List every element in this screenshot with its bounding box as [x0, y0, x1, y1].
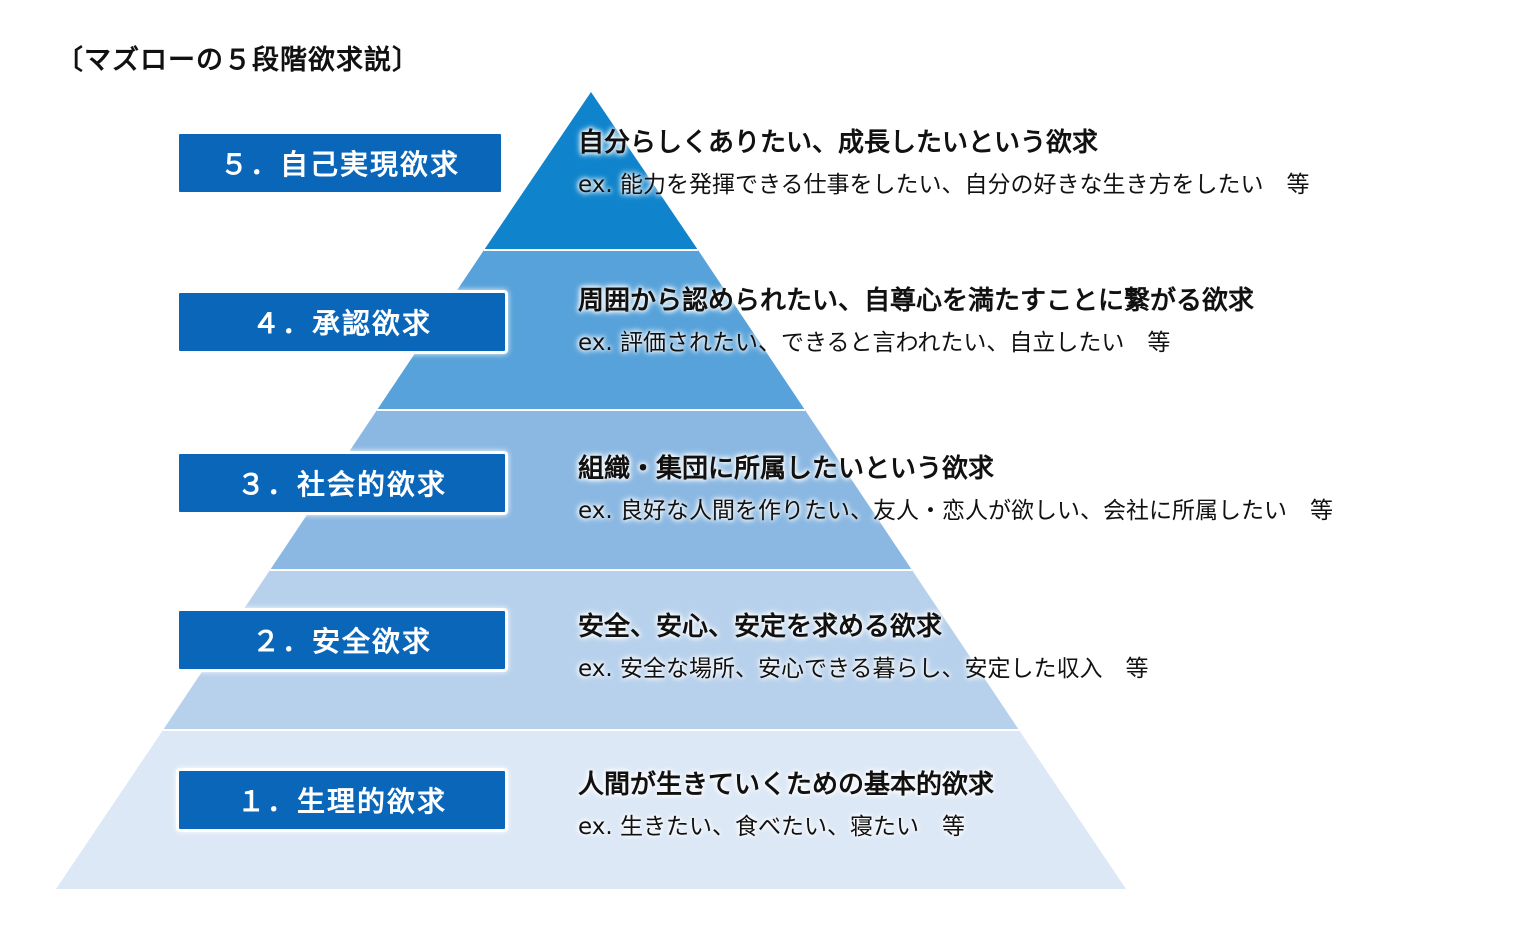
- level-4-description: 周囲から認められたい、自尊心を満たすことに繋がる欲求 ex. 評価されたい、でき…: [578, 284, 1254, 360]
- level-5-heading: 自分らしくありたい、成長したいという欲求: [578, 128, 1099, 158]
- level-3-label: ３．社会的欲求: [176, 451, 508, 515]
- level-2-example: ex. 安全な場所、安心できる暮らし、安定した収入 等: [578, 656, 1149, 682]
- level-1-label: １．生理的欲求: [176, 768, 508, 832]
- level-2-label: ２．安全欲求: [176, 608, 508, 672]
- level-1-description: 人間が生きていくための基本的欲求 ex. 生きたい、食べたい、寝たい 等: [578, 768, 994, 844]
- level-4-heading: 周囲から認められたい、自尊心を満たすことに繋がる欲求: [578, 286, 1255, 316]
- level-5-example: ex. 能力を発揮できる仕事をしたい、自分の好きな生き方をしたい 等: [578, 172, 1310, 198]
- level-2-heading: 安全、安心、安定を求める欲求: [578, 612, 943, 642]
- pyramid-tier-3: [270, 410, 912, 570]
- pyramid-tier-5: [484, 92, 698, 250]
- level-4-label: ４．承認欲求: [176, 290, 508, 354]
- level-3-description: 組織・集団に所属したいという欲求 ex. 良好な人間を作りたい、友人・恋人が欲し…: [578, 452, 1333, 528]
- level-2-description: 安全、安心、安定を求める欲求 ex. 安全な場所、安心できる暮らし、安定した収入…: [578, 610, 1149, 686]
- level-1-heading: 人間が生きていくための基本的欲求: [578, 770, 995, 800]
- page-title: 〔マズローの５段階欲求説〕: [56, 45, 420, 76]
- level-3-heading: 組織・集団に所属したいという欲求: [578, 454, 995, 484]
- level-5-label: ５．自己実現欲求: [176, 131, 504, 195]
- level-4-example: ex. 評価されたい、できると言われたい、自立したい 等: [578, 330, 1171, 356]
- level-3-example: ex. 良好な人間を作りたい、友人・恋人が欲しい、会社に所属したい 等: [578, 498, 1333, 524]
- level-5-description: 自分らしくありたい、成長したいという欲求 ex. 能力を発揮できる仕事をしたい、…: [578, 126, 1310, 202]
- level-1-example: ex. 生きたい、食べたい、寝たい 等: [578, 814, 965, 840]
